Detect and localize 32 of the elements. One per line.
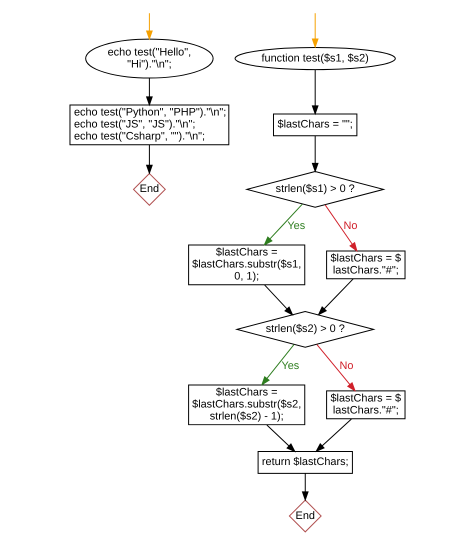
arrow: [145, 144, 152, 175]
arrow: [264, 284, 294, 316]
arrow: [316, 344, 356, 392]
arrow: [324, 204, 358, 252]
edge-label: Yes: [280, 360, 299, 372]
node-diamond: End: [132, 172, 166, 206]
edge-label: No: [338, 360, 353, 372]
node-box: $lastChars = $lastChars.substr($s1, 0, 1);: [188, 244, 305, 286]
node-ellipse: echo test("Hello", "Hi")."\n";: [84, 38, 214, 79]
arrow: [314, 418, 352, 452]
node-ellipse: function test($s1, $s2): [234, 47, 396, 70]
arrow: [145, 12, 152, 40]
arrow: [311, 135, 318, 173]
node-box: $lastChars = $lastChars.substr($s2, strlen($s2) - 1);: [188, 384, 305, 426]
arrow: [266, 424, 296, 452]
edge-label: No: [342, 220, 357, 232]
arrow: [311, 12, 318, 48]
node-box: $lastChars = $lastChars."#";: [326, 390, 406, 420]
node-diamond: strlen($s2) > 0 ?: [234, 311, 376, 348]
arrow: [260, 344, 294, 386]
node-box: return $lastChars;: [257, 451, 352, 474]
node-box: $lastChars = $lastChars."#";: [326, 250, 406, 280]
node-diamond: End: [288, 499, 322, 533]
arrow: [262, 204, 302, 246]
edge-label: Yes: [286, 220, 305, 232]
arrow: [301, 472, 308, 502]
arrow: [145, 78, 152, 106]
node-box: $lastChars = "";: [272, 113, 357, 136]
node-box: echo test("Python", "PHP")."\n"; echo test("JS", "JS")."\n"; echo test("Csharp", "")."\n";: [68, 104, 229, 146]
arrow: [317, 278, 354, 316]
arrow: [311, 69, 318, 116]
node-diamond: strlen($s1) > 0 ?: [244, 171, 385, 208]
